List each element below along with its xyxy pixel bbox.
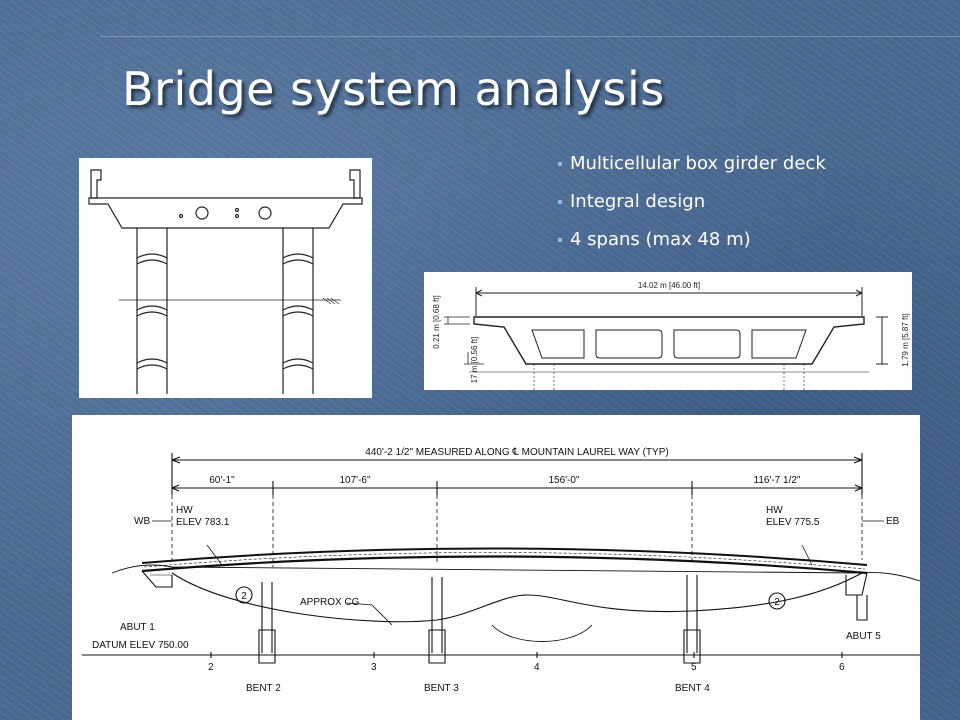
bullet-icon	[558, 162, 562, 166]
bullet-text: 4 spans (max 48 m)	[570, 229, 751, 250]
pier-bent-drawing	[79, 158, 372, 398]
datum-elevation-label: DATUM ELEV 750.00	[92, 640, 189, 651]
high-water-label-right: HW	[766, 505, 783, 516]
westbound-label: WB	[134, 516, 150, 527]
callout-number: 2	[241, 591, 247, 602]
bridge-elevation-drawing: 440'-2 1/2" MEASURED ALONG ℄ MOUNTAIN LA…	[72, 415, 920, 720]
abutment-1-label: ABUT 1	[120, 622, 155, 633]
eastbound-label: EB	[886, 516, 900, 527]
bent-2-label: BENT 2	[246, 683, 281, 694]
elevation-label-left: ELEV 783.1	[176, 517, 230, 528]
station-label: 2	[208, 662, 214, 673]
slide-title: Bridge system analysis	[122, 62, 665, 116]
deck-depth-label: 1.79 m [5.87 ft]	[901, 313, 910, 366]
title-underline-rule	[100, 36, 960, 37]
cross-section-svg: 14.02 m [46.00 ft] 1.79 m [5.87 ft] 0.21…	[432, 281, 910, 390]
station-label: 4	[534, 662, 540, 673]
elevation-label-right: ELEV 775.5	[766, 517, 820, 528]
span-length-label: 116'-7 1/2"	[754, 475, 801, 486]
bottom-slab-thickness-label: 17 m [0.56 ft]	[470, 337, 479, 384]
top-slab-thickness-label: 0.21 m [0.68 ft]	[432, 295, 441, 348]
station-label: 5	[691, 662, 697, 673]
bullet-text: Multicellular box girder deck	[570, 153, 826, 174]
high-water-label-left: HW	[176, 505, 193, 516]
abutment-5-label: ABUT 5	[846, 631, 881, 642]
elevation-svg: 440'-2 1/2" MEASURED ALONG ℄ MOUNTAIN LA…	[82, 447, 920, 694]
bullet-item: Multicellular box girder deck	[556, 150, 826, 188]
span-length-label: 156'-0"	[548, 475, 579, 486]
bullet-icon	[558, 200, 562, 204]
span-length-label: 60'-1"	[209, 475, 235, 486]
approx-cg-label: APPROX CG	[300, 597, 360, 608]
deck-width-label: 14.02 m [46.00 ft]	[638, 281, 700, 290]
pier-bent-svg	[88, 169, 363, 394]
span-length-label: 107'-6"	[339, 475, 370, 486]
bullet-list: Multicellular box girder deck Integral d…	[556, 150, 826, 264]
station-label: 3	[371, 662, 377, 673]
box-girder-cross-section: 14.02 m [46.00 ft] 1.79 m [5.87 ft] 0.21…	[424, 272, 912, 390]
bullet-item: Integral design	[556, 188, 826, 226]
bent-4-label: BENT 4	[675, 683, 710, 694]
bent-3-label: BENT 3	[424, 683, 459, 694]
bullet-icon	[558, 238, 562, 242]
bullet-item: 4 spans (max 48 m)	[556, 226, 826, 264]
callout-number: 2	[774, 597, 780, 608]
station-label: 6	[839, 662, 845, 673]
bullet-text: Integral design	[570, 191, 706, 212]
total-length-label: 440'-2 1/2" MEASURED ALONG ℄ MOUNTAIN LA…	[365, 447, 668, 458]
